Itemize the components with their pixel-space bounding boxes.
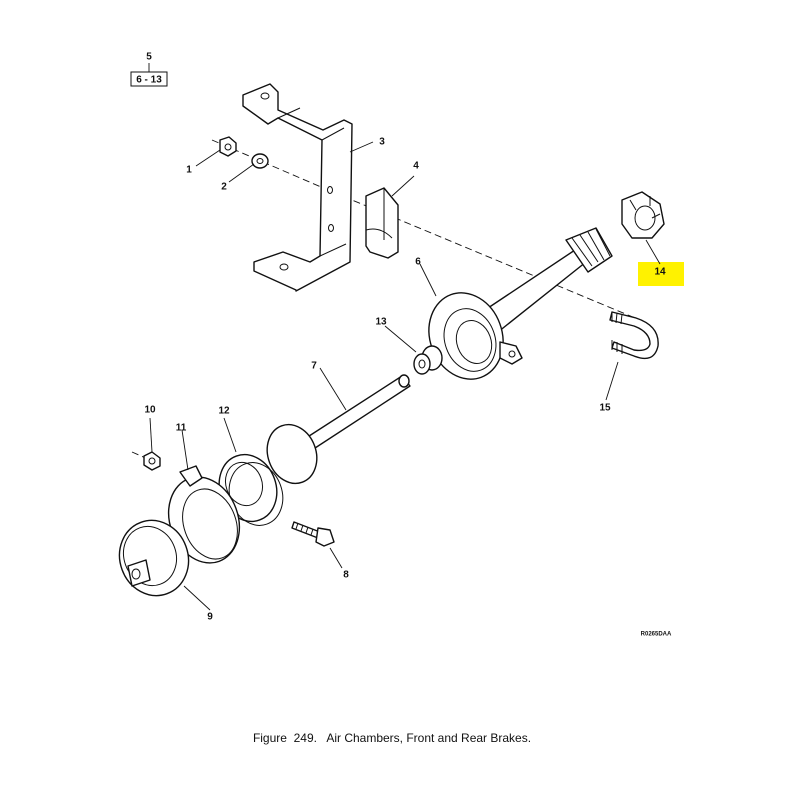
washer (251, 153, 269, 169)
u-bolt (609, 311, 659, 360)
callout-6: 6 (415, 257, 421, 268)
callout-8: 8 (343, 570, 349, 581)
group-ref: 6 - 13 (136, 75, 162, 86)
callout-1: 1 (186, 165, 192, 176)
chamber-cover (118, 519, 190, 597)
group-number: 5 (146, 52, 152, 63)
callout-11: 11 (176, 423, 187, 434)
callout-7: 7 (311, 361, 317, 372)
figure-caption: Figure 249. Air Chambers, Front and Rear… (253, 731, 531, 745)
callout-14: 14 (654, 267, 666, 278)
clamp-nut (143, 451, 161, 471)
callout-12: 12 (218, 406, 230, 417)
callout-2: 2 (221, 182, 227, 193)
callout-9: 9 (207, 612, 213, 623)
push-rod-plate (266, 374, 411, 485)
callout-15: 15 (599, 403, 611, 414)
callout-3: 3 (379, 137, 385, 148)
clip (365, 187, 399, 259)
callout-10: 10 (144, 405, 156, 416)
castle-nut (621, 191, 665, 239)
leader-lines (149, 141, 661, 611)
bushing (413, 345, 443, 375)
callout-4: 4 (413, 161, 419, 172)
callout-13: 13 (375, 317, 387, 328)
push-rod-tube (469, 227, 613, 341)
nut (219, 136, 237, 157)
bolt (291, 521, 335, 547)
assembly-centerline-upper (211, 139, 641, 321)
group-ref-box (130, 71, 168, 87)
drawing-code: R0265DAA (641, 632, 672, 638)
callout-14-highlight (638, 262, 684, 286)
bracket (242, 83, 353, 292)
